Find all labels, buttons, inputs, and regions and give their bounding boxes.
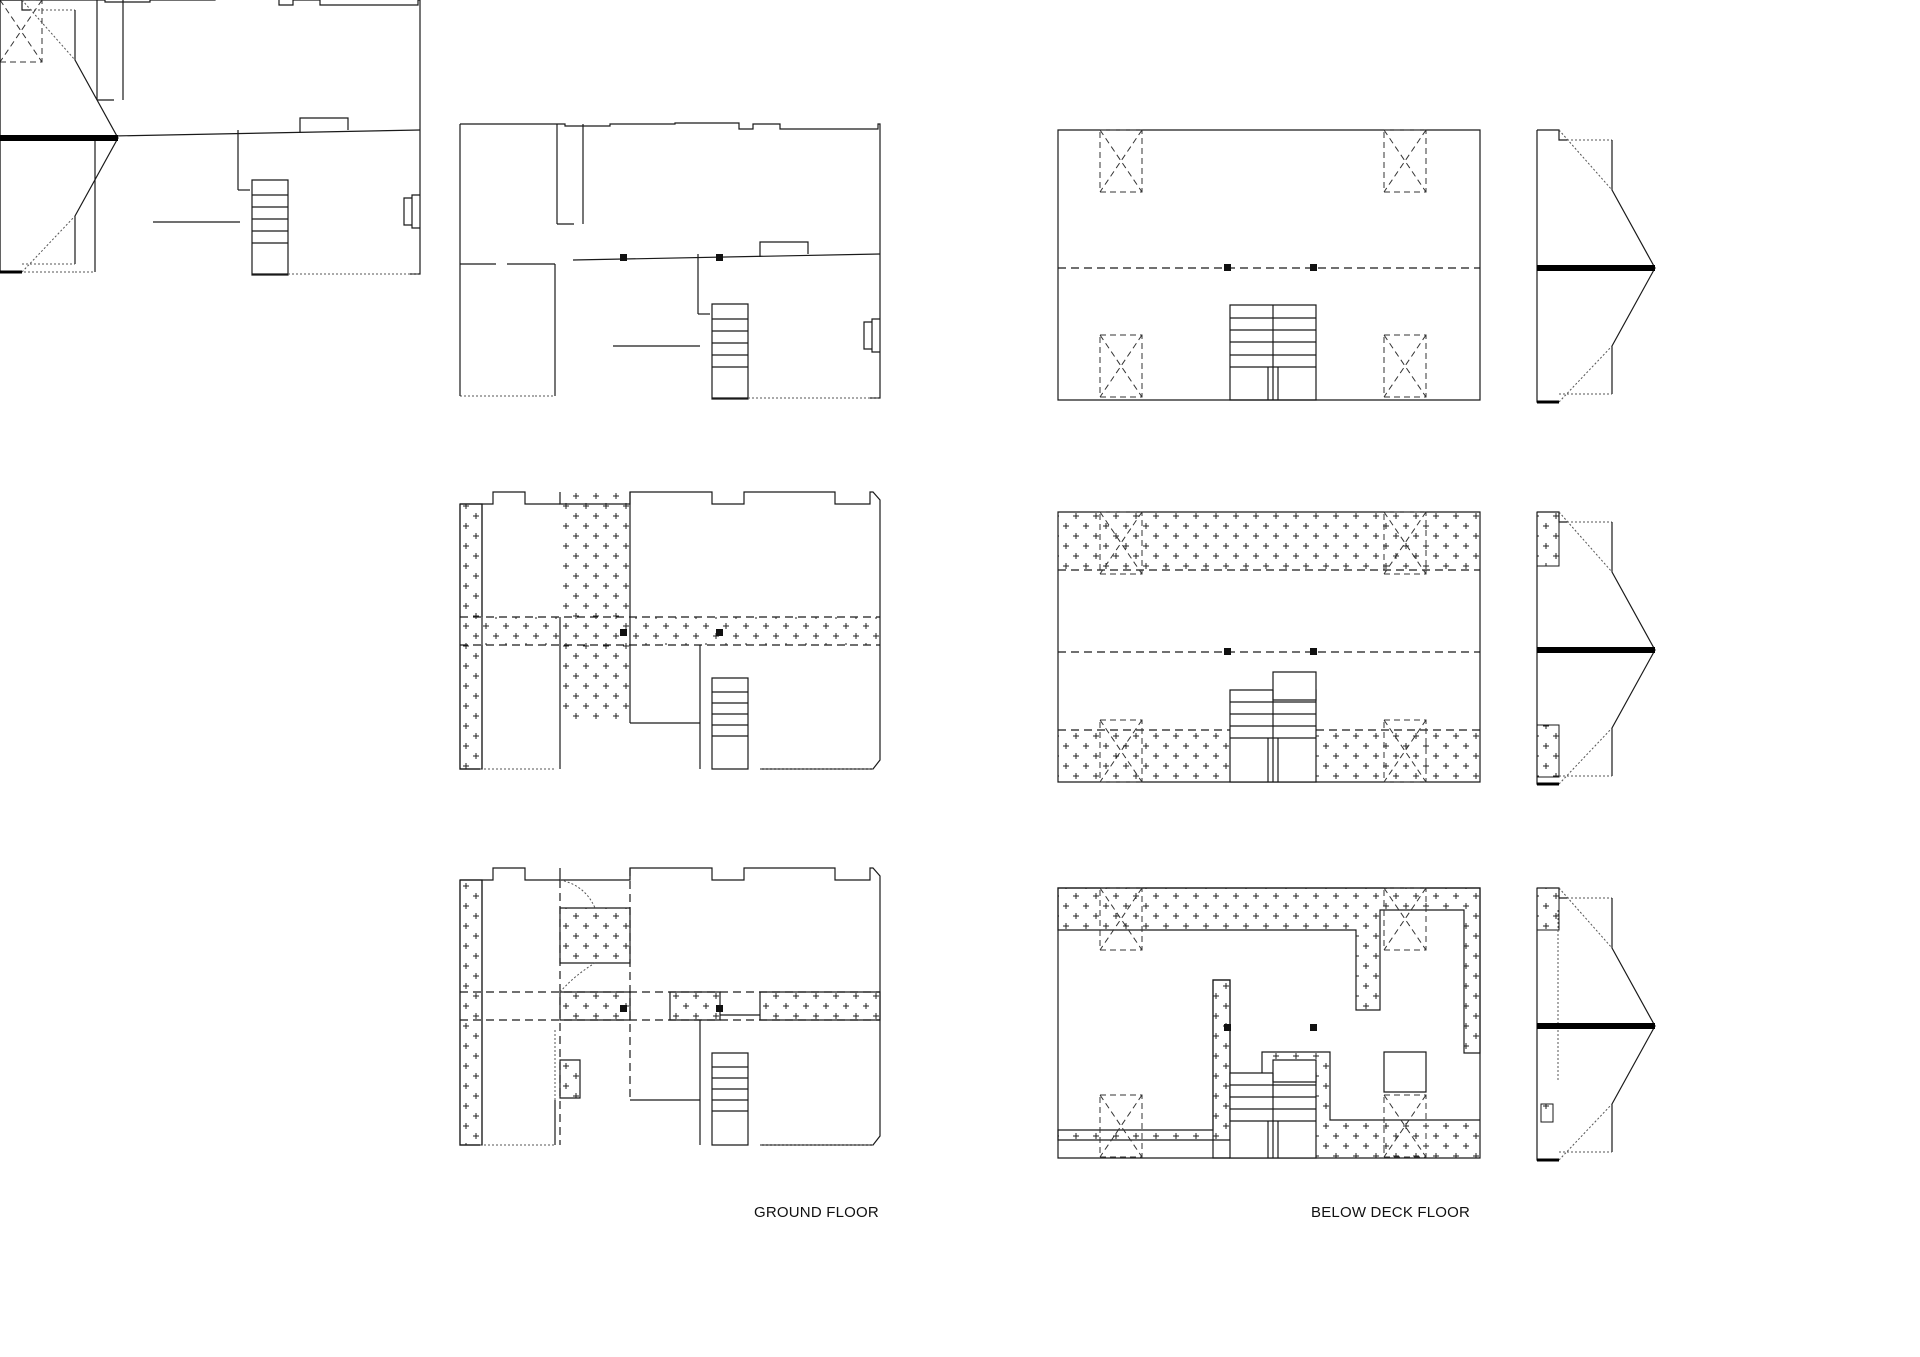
hatched-zone xyxy=(460,880,482,1145)
below-deck-plan-3 xyxy=(1058,887,1480,1158)
below-deck-floor-label: BELOW DECK FLOOR xyxy=(1311,1204,1471,1221)
ground-floor-plan-2 xyxy=(460,492,880,769)
section-drawing-1 xyxy=(1537,130,1655,402)
hatched-zone xyxy=(760,992,880,1020)
hatched-zone xyxy=(1316,730,1480,782)
column-marker xyxy=(1224,648,1231,655)
hatched-zone xyxy=(1058,980,1230,1140)
ground-floor-label: GROUND FLOOR xyxy=(754,1204,879,1221)
column-marker xyxy=(716,254,723,261)
column-marker xyxy=(620,629,627,636)
column-marker xyxy=(716,629,723,636)
hatched-zone xyxy=(1541,1104,1553,1122)
section-drawing-3 xyxy=(1537,888,1655,1160)
hatched-zone xyxy=(1058,888,1480,1053)
hatched-zone xyxy=(1058,512,1480,570)
hatched-zone xyxy=(460,617,880,645)
hatched-zone xyxy=(560,908,630,963)
section-drawing-2 xyxy=(1537,512,1655,784)
column-marker xyxy=(1310,648,1317,655)
below-deck-plan-1 xyxy=(1058,129,1480,400)
hatched-zone xyxy=(670,992,720,1020)
ground-floor-plan-1 xyxy=(459,122,881,400)
column-marker xyxy=(1310,264,1317,271)
column-marker xyxy=(1224,1024,1231,1031)
hatched-zone xyxy=(1537,725,1559,777)
below-deck-plan-2 xyxy=(1058,511,1480,783)
ground-floor-plan-3 xyxy=(460,868,880,1145)
hatched-zone xyxy=(1537,512,1559,566)
hatched-zone xyxy=(1316,1120,1480,1158)
hatched-zone xyxy=(560,1060,580,1098)
hatched-zone xyxy=(560,992,630,1020)
column-marker xyxy=(1310,1024,1317,1031)
column-marker xyxy=(716,1005,723,1012)
hatched-zone xyxy=(1058,730,1230,782)
hatched-zone xyxy=(1537,888,1559,930)
column-marker xyxy=(620,1005,627,1012)
ground-floor-plan-base xyxy=(0,0,420,275)
column-marker xyxy=(620,254,627,261)
hatched-zone xyxy=(560,492,630,723)
column-marker xyxy=(1224,264,1231,271)
